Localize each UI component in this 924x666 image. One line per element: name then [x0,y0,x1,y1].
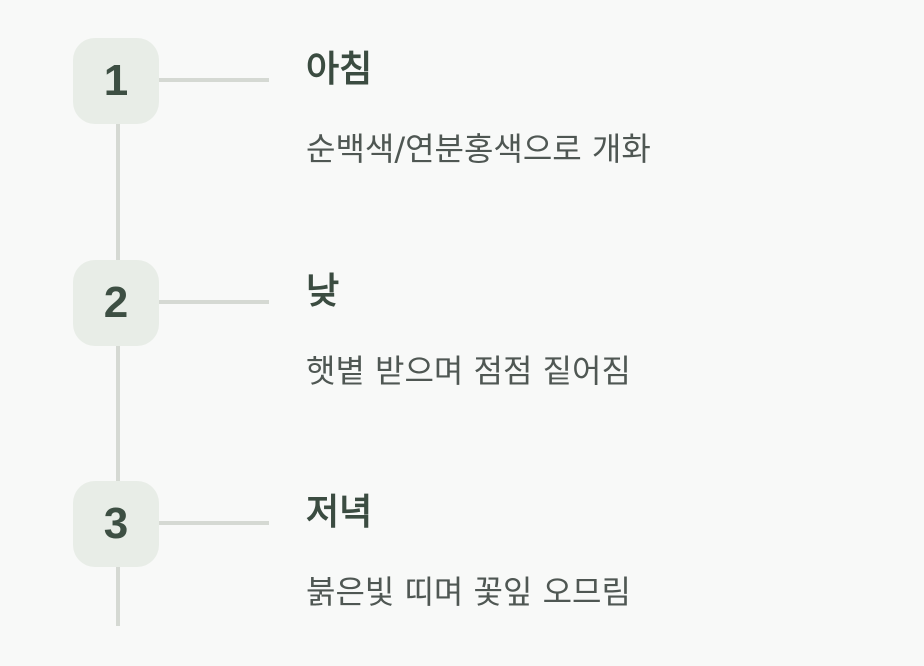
timeline-step-2: 2 낮 햇볕 받으며 점점 짙어짐 [0,222,924,390]
step-description: 순백색/연분홍색으로 개화 [306,130,651,168]
step-description: 붉은빛 띠며 꽃잎 오므림 [306,573,631,611]
step-number-badge: 3 [73,481,159,567]
timeline-vertical-line [116,80,120,626]
step-title: 낮 [306,271,340,312]
step-connector-line [159,300,269,304]
step-number-badge: 1 [73,38,159,124]
timeline-step-3: 3 저녁 붉은빛 띠며 꽃잎 오므림 [0,443,924,611]
step-title: 아침 [306,49,373,90]
step-connector-line [159,78,269,82]
step-number-badge: 2 [73,260,159,346]
timeline-step-1: 1 아침 순백색/연분홍색으로 개화 [0,0,924,168]
step-connector-line [159,521,269,525]
step-description: 햇볕 받으며 점점 짙어짐 [306,352,631,390]
step-title: 저녁 [306,492,373,533]
